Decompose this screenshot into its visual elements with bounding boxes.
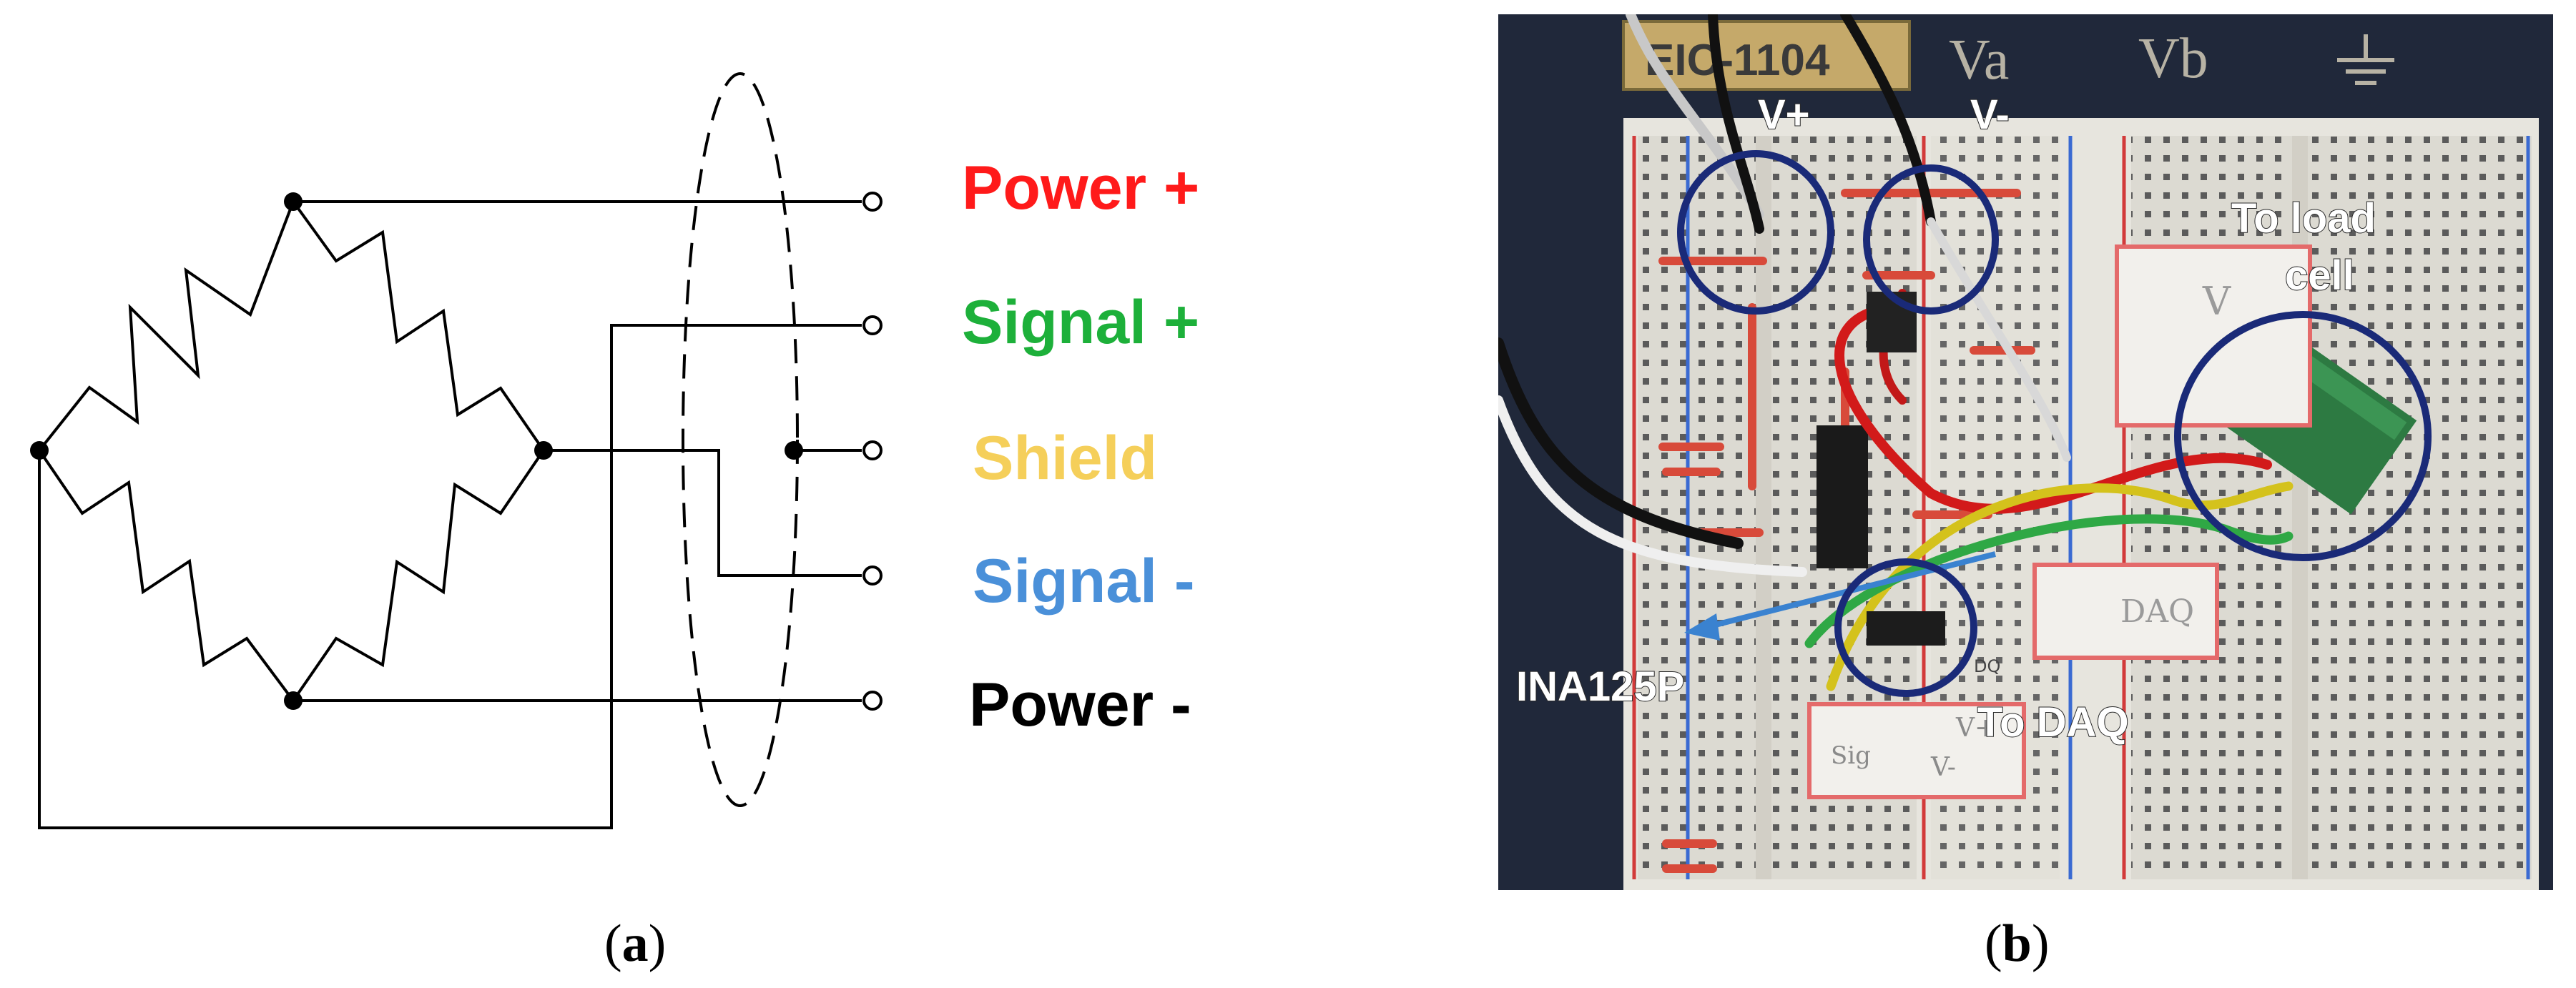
card-bottom-text-2: Sig bbox=[1831, 741, 1871, 770]
ic-chip-ina125p bbox=[1817, 425, 1868, 568]
card-daq-text: DAQ bbox=[2120, 593, 2194, 630]
card-daq bbox=[2032, 563, 2219, 660]
label-vb: Vb bbox=[2138, 27, 2208, 90]
panel-a-caption: (a) bbox=[604, 914, 666, 974]
highlight-circles bbox=[1677, 150, 2432, 697]
label-shield: Shield bbox=[973, 424, 1157, 493]
junction-left bbox=[30, 441, 49, 460]
panel-b-photo: EIC-1104 Va Vb bbox=[1498, 14, 2553, 890]
junction-dots bbox=[30, 192, 803, 710]
panel-b-caption-close: ) bbox=[2031, 914, 2050, 973]
panel-a-caption-close: ) bbox=[648, 914, 667, 973]
resistor-top-right bbox=[292, 200, 545, 452]
card-right-text: V bbox=[2202, 279, 2231, 324]
junction-right bbox=[534, 441, 553, 460]
card-bottom-text-1: V+ bbox=[1955, 713, 1996, 743]
junction-shield bbox=[785, 441, 803, 460]
terminals bbox=[862, 192, 883, 711]
label-power-minus: Power - bbox=[969, 671, 1191, 739]
resistor-bottom-right bbox=[292, 449, 545, 702]
card-bottom bbox=[1807, 702, 2026, 799]
callout-v-plus: V+ bbox=[1758, 92, 1810, 138]
terminal-power-minus bbox=[862, 691, 883, 711]
label-va: Va bbox=[1949, 29, 2009, 92]
circle-load-cell bbox=[2174, 311, 2432, 561]
circle-v-plus bbox=[1677, 150, 1834, 315]
circle-daq bbox=[1834, 558, 1977, 697]
junction-bottom bbox=[284, 691, 303, 710]
terminal-power-plus bbox=[862, 192, 883, 212]
panel-b-caption-open: ( bbox=[1985, 914, 2002, 973]
resistor-top-left bbox=[38, 201, 295, 452]
circle-v-minus bbox=[1863, 164, 1999, 315]
card-right bbox=[2115, 244, 2312, 428]
ground-icon bbox=[2337, 34, 2394, 85]
panel-b-caption: (b) bbox=[1985, 914, 2049, 974]
callout-to-load-cell-1: To load bbox=[2231, 195, 2376, 242]
panel-b-caption-letter: b bbox=[2002, 914, 2032, 973]
wire-signal-plus bbox=[38, 324, 862, 829]
label-power-plus: Power + bbox=[962, 154, 1199, 222]
bb-channel-1 bbox=[1756, 136, 1771, 879]
panel-a-caption-letter: a bbox=[621, 914, 649, 973]
callout-ina125p: INA125P bbox=[1516, 663, 1684, 710]
cable-shield-ellipse bbox=[682, 72, 799, 807]
card-bottom-text-3: V- bbox=[1930, 753, 1956, 782]
terminal-shield bbox=[862, 440, 883, 460]
terminal-signal-minus bbox=[862, 565, 883, 586]
daq-connector bbox=[1867, 611, 1945, 646]
header-connector bbox=[1867, 292, 1917, 352]
terminal-signal-plus bbox=[862, 315, 883, 335]
panel-a-caption-open: ( bbox=[604, 914, 622, 973]
small-dq-text: DQ bbox=[1974, 656, 2000, 676]
cable-left bbox=[1498, 337, 1807, 577]
callout-to-load-cell-2: cell bbox=[2285, 252, 2354, 299]
label-signal-minus: Signal - bbox=[973, 547, 1195, 616]
resistor-bottom-left bbox=[38, 449, 295, 702]
wire-labels: Power + Signal + Shield Signal - Power - bbox=[962, 154, 1199, 739]
model-plate-text: EIC-1104 bbox=[1645, 36, 1830, 85]
junction-top bbox=[284, 192, 303, 211]
callout-v-minus: V- bbox=[1970, 92, 2010, 138]
label-signal-plus: Signal + bbox=[962, 288, 1199, 357]
lead-wires-top bbox=[1626, 14, 2071, 462]
wire-signal-minus bbox=[544, 449, 862, 577]
panel-a-schematic bbox=[38, 72, 862, 829]
callout-to-daq: To DAQ bbox=[1977, 699, 2129, 746]
